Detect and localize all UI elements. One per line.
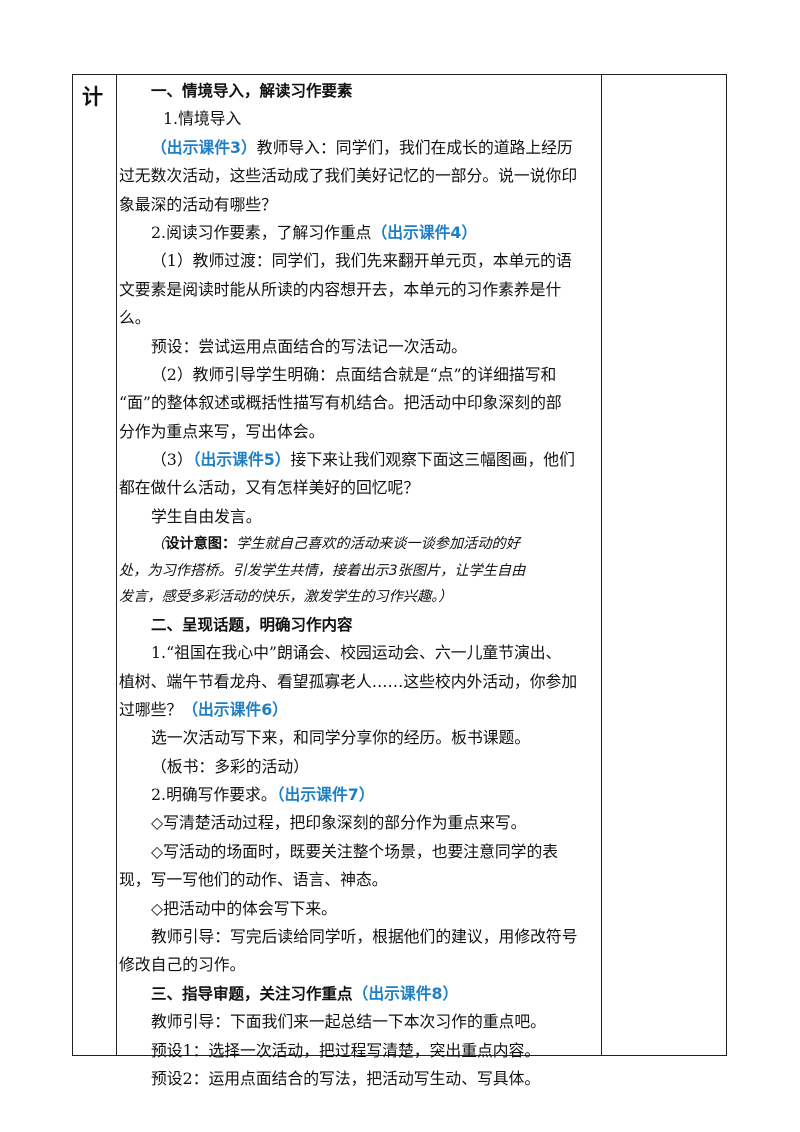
s1-item-2: 2.阅读习作要素，了解习作重点（出示课件4）: [151, 222, 478, 242]
s3-guide: 教师引导：下面我们来一起总结一下本次习作的重点吧。: [151, 1012, 546, 1032]
section-3-heading: 三、指导审题，关注习作重点: [151, 984, 353, 1003]
section-3-heading-line: 三、指导审题，关注习作重点（出示课件8）: [119, 980, 603, 1008]
s2-choose: 选一次活动写下来，和同学分享你的经历。板书课题。: [151, 728, 531, 748]
s3-preset-1: 预设1：选择一次活动，把过程写清楚，突出重点内容。: [151, 1040, 541, 1060]
s1-preset: 预设：尝试运用点面结合的写法记一次活动。: [151, 336, 467, 356]
s1-free-speech: 学生自由发言。: [151, 506, 262, 526]
s2-guide-line-2: 修改自己的习作。: [119, 955, 246, 975]
s1-p2-line-3: 分作为重点来写，写出体会。: [119, 421, 325, 441]
s2-bullet-1: ◇写清楚活动过程，把印象深刻的部分作为重点来写。: [151, 813, 527, 833]
design-intent-line-3: 发言，感受多彩活动的快乐，激发学生的习作兴趣。）: [119, 589, 453, 606]
s2-q-line-2: 植树、端午节看龙舟、看望孤寡老人……这些校内外活动，你参加: [119, 671, 578, 691]
s1-item-1: 1.情境导入: [163, 109, 242, 129]
section-1-heading: 一、情境导入，解读习作要素: [151, 82, 353, 100]
design-intent-label: 设计意图：: [165, 536, 237, 553]
courseware-5-tag: （出示课件5）: [192, 450, 291, 470]
s1-c3-line-2: 过无数次活动，这些活动成了我们美好记忆的一部分。说一说你印: [119, 166, 578, 186]
s3-preset-2: 预设2：运用点面结合的写法，把活动写生动、写具体。: [151, 1069, 541, 1088]
section-2-heading: 二、呈现话题，明确习作内容: [151, 615, 353, 634]
s1-p2-line-2: “面”的整体叙述或概括性描写有机结合。把活动中印象深刻的部: [119, 393, 562, 413]
s2-bullet-3: ◇把活动中的体会写下来。: [151, 898, 337, 918]
s1-c3-line-3: 象最深的活动有哪些？: [119, 194, 277, 214]
s1-c3-line-1: （出示课件3）教师导入：同学们，我们在成长的道路上经历: [151, 137, 573, 157]
courseware-4-tag: （出示课件4）: [371, 222, 478, 242]
courseware-6-tag: （出示课件6）: [182, 699, 288, 719]
design-intent-line-1: （设计意图：学生就自己喜欢的活动来谈一谈参加活动的好: [151, 536, 520, 553]
lesson-content: 一、情境导入，解读习作要素 1.情境导入 （出示课件3）教师导入：同学们，我们在…: [119, 77, 603, 1093]
s1-p3-line-1: （3）（出示课件5）接下来让我们观察下面这三幅图画，他们: [151, 450, 575, 470]
s2-q-line-1: 1.“祖国在我心中”朗诵会、校园运动会、六一儿童节演出、: [151, 643, 562, 663]
lesson-table: 计 一、情境导入，解读习作要素 1.情境导入 （出示课件3）教师导入：同学们，我…: [72, 74, 727, 1088]
s1-p3-line-2: 都在做什么活动，又有怎样美好的回忆呢？: [119, 478, 420, 498]
courseware-7-tag: （出示课件7）: [276, 785, 375, 805]
side-label: 计: [82, 85, 103, 109]
s2-bullet-2-line-1: ◇写活动的场面时，既要关注整个场景，也要注意同学的表: [151, 841, 559, 861]
s1-p2-line-1: （2）教师引导学生明确：点面结合就是“点”的详细描写和: [151, 364, 557, 384]
design-intent-line-2: 处，为习作搭桥。引发学生共情，接着出示3张图片，让学生自由: [119, 562, 526, 579]
s1-p1-line-3: 么。: [119, 308, 151, 328]
courseware-3-tag: （出示课件3）: [151, 137, 257, 157]
courseware-8-tag: （出示课件8）: [352, 983, 459, 1003]
column-divider-left: [116, 75, 117, 1055]
s1-p1-line-1: （1）教师过渡：同学们，我们先来翻开单元页，本单元的语: [151, 251, 572, 271]
s2-bullet-2-line-2: 现，写一写他们的动作、语言、神态。: [119, 870, 388, 890]
s2-board: （板书：多彩的活动）: [151, 756, 309, 776]
column-divider-right: [601, 75, 602, 1055]
s1-p1-line-2: 文要素是阅读时能从所读的内容想开去，本单元的习作素养是什: [119, 279, 562, 299]
s2-q-line-3: 过哪些？（出示课件6）: [119, 699, 288, 719]
s2-guide-line-1: 教师引导：写完后读给同学听，根据他们的建议，用修改符号: [151, 927, 578, 947]
s2-requirements: 2.明确写作要求。（出示课件7）: [151, 785, 375, 805]
